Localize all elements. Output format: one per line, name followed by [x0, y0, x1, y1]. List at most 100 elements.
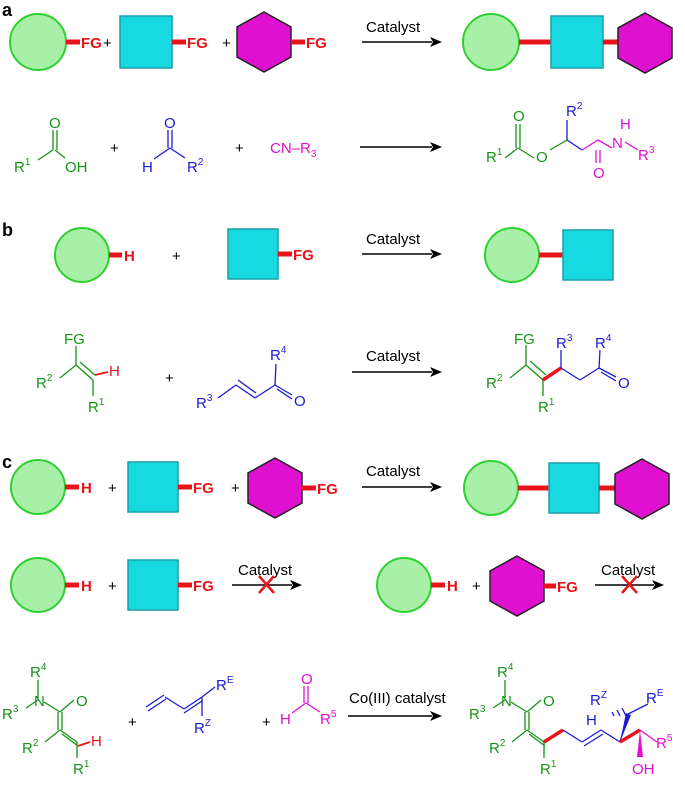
ch-bond: [94, 371, 109, 376]
three-component-product: R4 N R3 O R2 R1 RZ RE H R5 OH: [469, 662, 673, 778]
green-circle-icon: [10, 459, 66, 515]
fg-label: FG: [64, 331, 85, 348]
r2-label: R2: [22, 738, 39, 757]
panel-label-c: c: [2, 452, 12, 472]
panel-b-generic-equation: H + FG Catalyst: [54, 227, 614, 283]
re-label: RE: [216, 675, 234, 694]
panel-a-generic-equation: FG + FG + FG Catalyst: [9, 11, 673, 74]
cyan-square-icon: [127, 461, 179, 513]
cyan-square-icon: [548, 462, 600, 514]
r3-label: R3: [469, 704, 486, 723]
carboxylic-acid: [37, 130, 66, 161]
new-bond: [543, 728, 564, 744]
panel-label-a: a: [2, 0, 13, 20]
nitrogen-label: N: [612, 135, 623, 152]
cross-icon: [621, 575, 638, 594]
green-circle-icon: [54, 227, 110, 283]
oxygen-label: O: [301, 671, 313, 688]
fg-label: FG: [293, 247, 314, 264]
hydrogen-label: H: [91, 733, 102, 750]
magenta-hexagon-icon: [247, 457, 303, 519]
hash-bond: [611, 707, 627, 717]
re-label: RE: [646, 688, 664, 707]
r2-label: R2: [36, 373, 53, 392]
r1-label: R1: [14, 157, 31, 176]
oxygen-label: O: [513, 108, 525, 125]
magenta-hexagon-icon: [614, 458, 670, 520]
oxygen-label: O: [593, 165, 605, 182]
r1-label: R1: [73, 759, 90, 778]
plus-sign: +: [108, 578, 117, 595]
r2-label: R2: [566, 101, 583, 120]
catalyst-label: Catalyst: [366, 19, 421, 36]
nitrogen-label: N: [34, 693, 45, 710]
magenta-hexagon-icon: [489, 555, 545, 617]
cyan-square-icon: [562, 229, 614, 281]
hydrogen-label: H: [586, 712, 597, 729]
panel-a-passerini-equation: R1 O OH + O H R2 + CN–R3 O R: [14, 101, 655, 182]
oxygen-label: O: [618, 375, 630, 392]
green-circle-icon: [463, 460, 519, 516]
plus-sign: +: [222, 35, 231, 52]
r3-label: R3: [638, 145, 655, 164]
oxygen-label: O: [294, 393, 306, 410]
r4-label: R4: [497, 662, 514, 681]
magenta-hexagon-icon: [236, 11, 292, 73]
isocyanide-label: CN–R3: [270, 140, 317, 160]
fg-label: FG: [514, 331, 535, 348]
panel-c-generic-equation: H + FG + FG Catalyst: [10, 457, 670, 520]
fg-label: FG: [193, 480, 214, 497]
plus-sign: +: [165, 370, 174, 387]
panel-c-three-component-equation: R4 N R3 O R2 R1 H + RE RZ + O H R5: [2, 662, 673, 778]
catalyst-label: Catalyst: [366, 348, 421, 365]
ch-bond: [77, 741, 91, 747]
r5-label: R5: [320, 709, 337, 728]
panel-label-b: b: [2, 220, 13, 240]
hydroxyl-label: OH: [632, 761, 655, 778]
fg-label: FG: [193, 578, 214, 595]
hydrogen-label: H: [124, 248, 135, 265]
fg-label: FG: [187, 35, 208, 52]
new-bond: [619, 728, 641, 744]
r2-label: R2: [489, 738, 506, 757]
catalyst-label: Catalyst: [366, 231, 421, 248]
wedge-bond: [620, 713, 631, 742]
r3-label: R3: [196, 393, 213, 412]
arrow-head: [430, 249, 442, 259]
green-circle-icon: [376, 557, 432, 613]
oxygen-label: O: [76, 693, 88, 710]
cross-icon: [258, 575, 275, 594]
cyan-square-icon: [119, 15, 173, 69]
plus-sign: +: [262, 714, 271, 731]
plus-sign: +: [172, 248, 181, 265]
arrow-head: [652, 580, 664, 590]
r2-label: R2: [187, 157, 204, 176]
r4-label: R4: [270, 345, 287, 364]
co-catalyst-label: Co(III) catalyst: [349, 690, 447, 707]
r4-label: R4: [30, 662, 47, 681]
hydrogen-label: H: [109, 363, 120, 380]
plus-sign: +: [235, 140, 244, 157]
r2-label: R2: [486, 373, 503, 392]
cyan-square-icon: [127, 559, 179, 611]
hydrogen-label: H: [447, 578, 458, 595]
green-circle-icon: [10, 557, 66, 613]
alkene-addition-product: FG R2 R1 R3 R4 O: [486, 331, 630, 416]
fg-label: FG: [81, 35, 102, 52]
fg-label: FG: [557, 579, 578, 596]
green-circle-icon: [462, 13, 520, 71]
hydrogen-label: H: [620, 116, 631, 133]
green-circle-icon: [9, 13, 67, 71]
plus-sign: +: [103, 35, 112, 52]
plus-sign: +: [231, 480, 240, 497]
oxygen-label: O: [164, 115, 176, 132]
catalyst-label: Catalyst: [601, 562, 656, 579]
green-circle-icon: [484, 227, 540, 283]
r3-label: R3: [556, 333, 573, 352]
r3-label: R3: [2, 704, 19, 723]
new-bond: [542, 366, 562, 382]
nitrogen-label: N: [501, 693, 512, 710]
arrow-head: [290, 580, 302, 590]
hydrogen-label: H: [280, 711, 291, 728]
